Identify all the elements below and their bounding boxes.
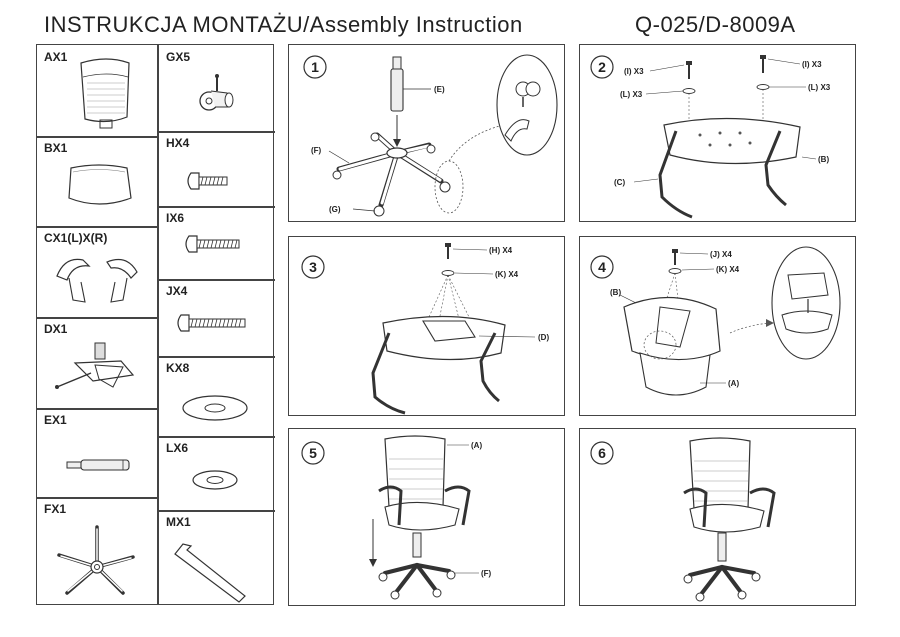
callout-l-left: (L) X3 [620, 90, 643, 99]
callout-e: (E) [434, 85, 445, 94]
part-bx1: BX1 [37, 136, 157, 226]
divider [157, 510, 275, 512]
step-3-diagram: 3 (H) X4 (K) X4 (D) [301, 243, 549, 415]
part-code: DX1 [44, 322, 68, 336]
callout-a: (A) [728, 379, 739, 388]
step-4-panel: 4 (J) X4 (K) X4 (B) (A) [579, 236, 856, 416]
divider [37, 408, 157, 410]
step-1-panel: 1 (E) (F) (G) [288, 44, 565, 222]
step-1-diagram: 1 (E) (F) (G) [303, 54, 558, 217]
step-5-panel: 5 (A) (F) [288, 428, 565, 606]
part-code: KX8 [166, 361, 190, 375]
part-lx6: LX6 [157, 436, 275, 510]
star-base-icon [57, 525, 135, 595]
callout-f: (F) [311, 146, 322, 155]
divider [157, 356, 275, 358]
step-6-diagram: 6 [590, 437, 776, 602]
allen-key-icon [174, 543, 246, 603]
part-ax1: AX1 [37, 45, 157, 136]
part-ex1: EX1 [37, 408, 157, 497]
part-code: JX4 [166, 284, 188, 298]
step-number: 6 [598, 445, 606, 461]
medium-bolt-icon [185, 235, 240, 253]
short-bolt-icon [187, 172, 228, 190]
small-washer-icon [192, 470, 238, 490]
part-code: AX1 [44, 50, 68, 64]
large-washer-icon [182, 395, 248, 421]
step-number: 3 [309, 259, 317, 275]
step-number: 2 [598, 59, 606, 75]
parts-column-divider [157, 45, 159, 604]
part-code: EX1 [44, 413, 67, 427]
part-dx1: DX1 [37, 317, 157, 408]
parts-list: AX1 BX1 CX1(L)X(R) DX1 [36, 44, 275, 606]
callout-k: (K) X4 [495, 270, 519, 279]
step-2-panel: 2 (I) X3 (I) X3 (L) X3 (L) X3 (B) (C) [579, 44, 856, 222]
callout-b: (B) [610, 288, 621, 297]
part-gx5: GX5 [157, 45, 275, 131]
callout-l-right: (L) X3 [808, 83, 831, 92]
step-number: 4 [598, 259, 606, 275]
part-code: GX5 [166, 50, 191, 64]
callout-a: (A) [471, 441, 482, 450]
part-code: LX6 [166, 441, 189, 455]
tilt-mechanism-icon [55, 342, 135, 389]
callout-g: (G) [329, 205, 341, 214]
part-mx1: MX1 [157, 510, 275, 606]
step-6-panel: 6 [579, 428, 856, 606]
divider [157, 436, 275, 438]
part-code: MX1 [166, 515, 191, 529]
part-fx1: FX1 [37, 497, 157, 606]
document-title: INSTRUKCJA MONTAŻU/Assembly Instruction [44, 12, 523, 37]
long-bolt-icon [177, 314, 246, 332]
part-code: FX1 [44, 502, 67, 516]
armrests-icon [56, 258, 138, 303]
backrest-icon [80, 58, 130, 129]
divider [157, 206, 275, 208]
divider [37, 497, 157, 499]
divider [37, 226, 157, 228]
step-4-diagram: 4 (J) X4 (K) X4 (B) (A) [590, 246, 841, 396]
model-number: Q-025/D-8009A [635, 12, 796, 37]
callout-h: (H) X4 [489, 246, 513, 255]
part-jx4: JX4 [157, 279, 275, 356]
callout-i-left: (I) X3 [624, 67, 644, 76]
callout-i-right: (I) X3 [802, 60, 822, 69]
part-code: CX1(L)X(R) [44, 231, 108, 245]
part-code: BX1 [44, 141, 68, 155]
part-code: IX6 [166, 211, 185, 225]
divider [37, 136, 157, 138]
part-ix6: IX6 [157, 206, 275, 279]
callout-j: (J) X4 [710, 250, 732, 259]
callout-f: (F) [481, 569, 492, 578]
callout-k: (K) X4 [716, 265, 740, 274]
part-cx1: CX1(L)X(R) [37, 226, 157, 317]
part-kx8: KX8 [157, 356, 275, 436]
step-5-diagram: 5 (A) (F) [301, 435, 492, 600]
gas-lift-icon [66, 459, 130, 471]
divider [37, 317, 157, 319]
part-hx4: HX4 [157, 131, 275, 206]
caster-icon [199, 74, 234, 111]
callout-c: (C) [614, 178, 625, 187]
seat-cushion-icon [68, 164, 132, 205]
step-number: 1 [311, 59, 319, 75]
step-number: 5 [309, 445, 317, 461]
step-3-panel: 3 (H) X4 (K) X4 (D) [288, 236, 565, 416]
part-code: HX4 [166, 136, 190, 150]
step-2-diagram: 2 (I) X3 (I) X3 (L) X3 (L) X3 (B) (C) [590, 55, 831, 219]
divider [157, 279, 275, 281]
callout-d: (D) [538, 333, 549, 342]
callout-b: (B) [818, 155, 829, 164]
divider [157, 131, 275, 133]
